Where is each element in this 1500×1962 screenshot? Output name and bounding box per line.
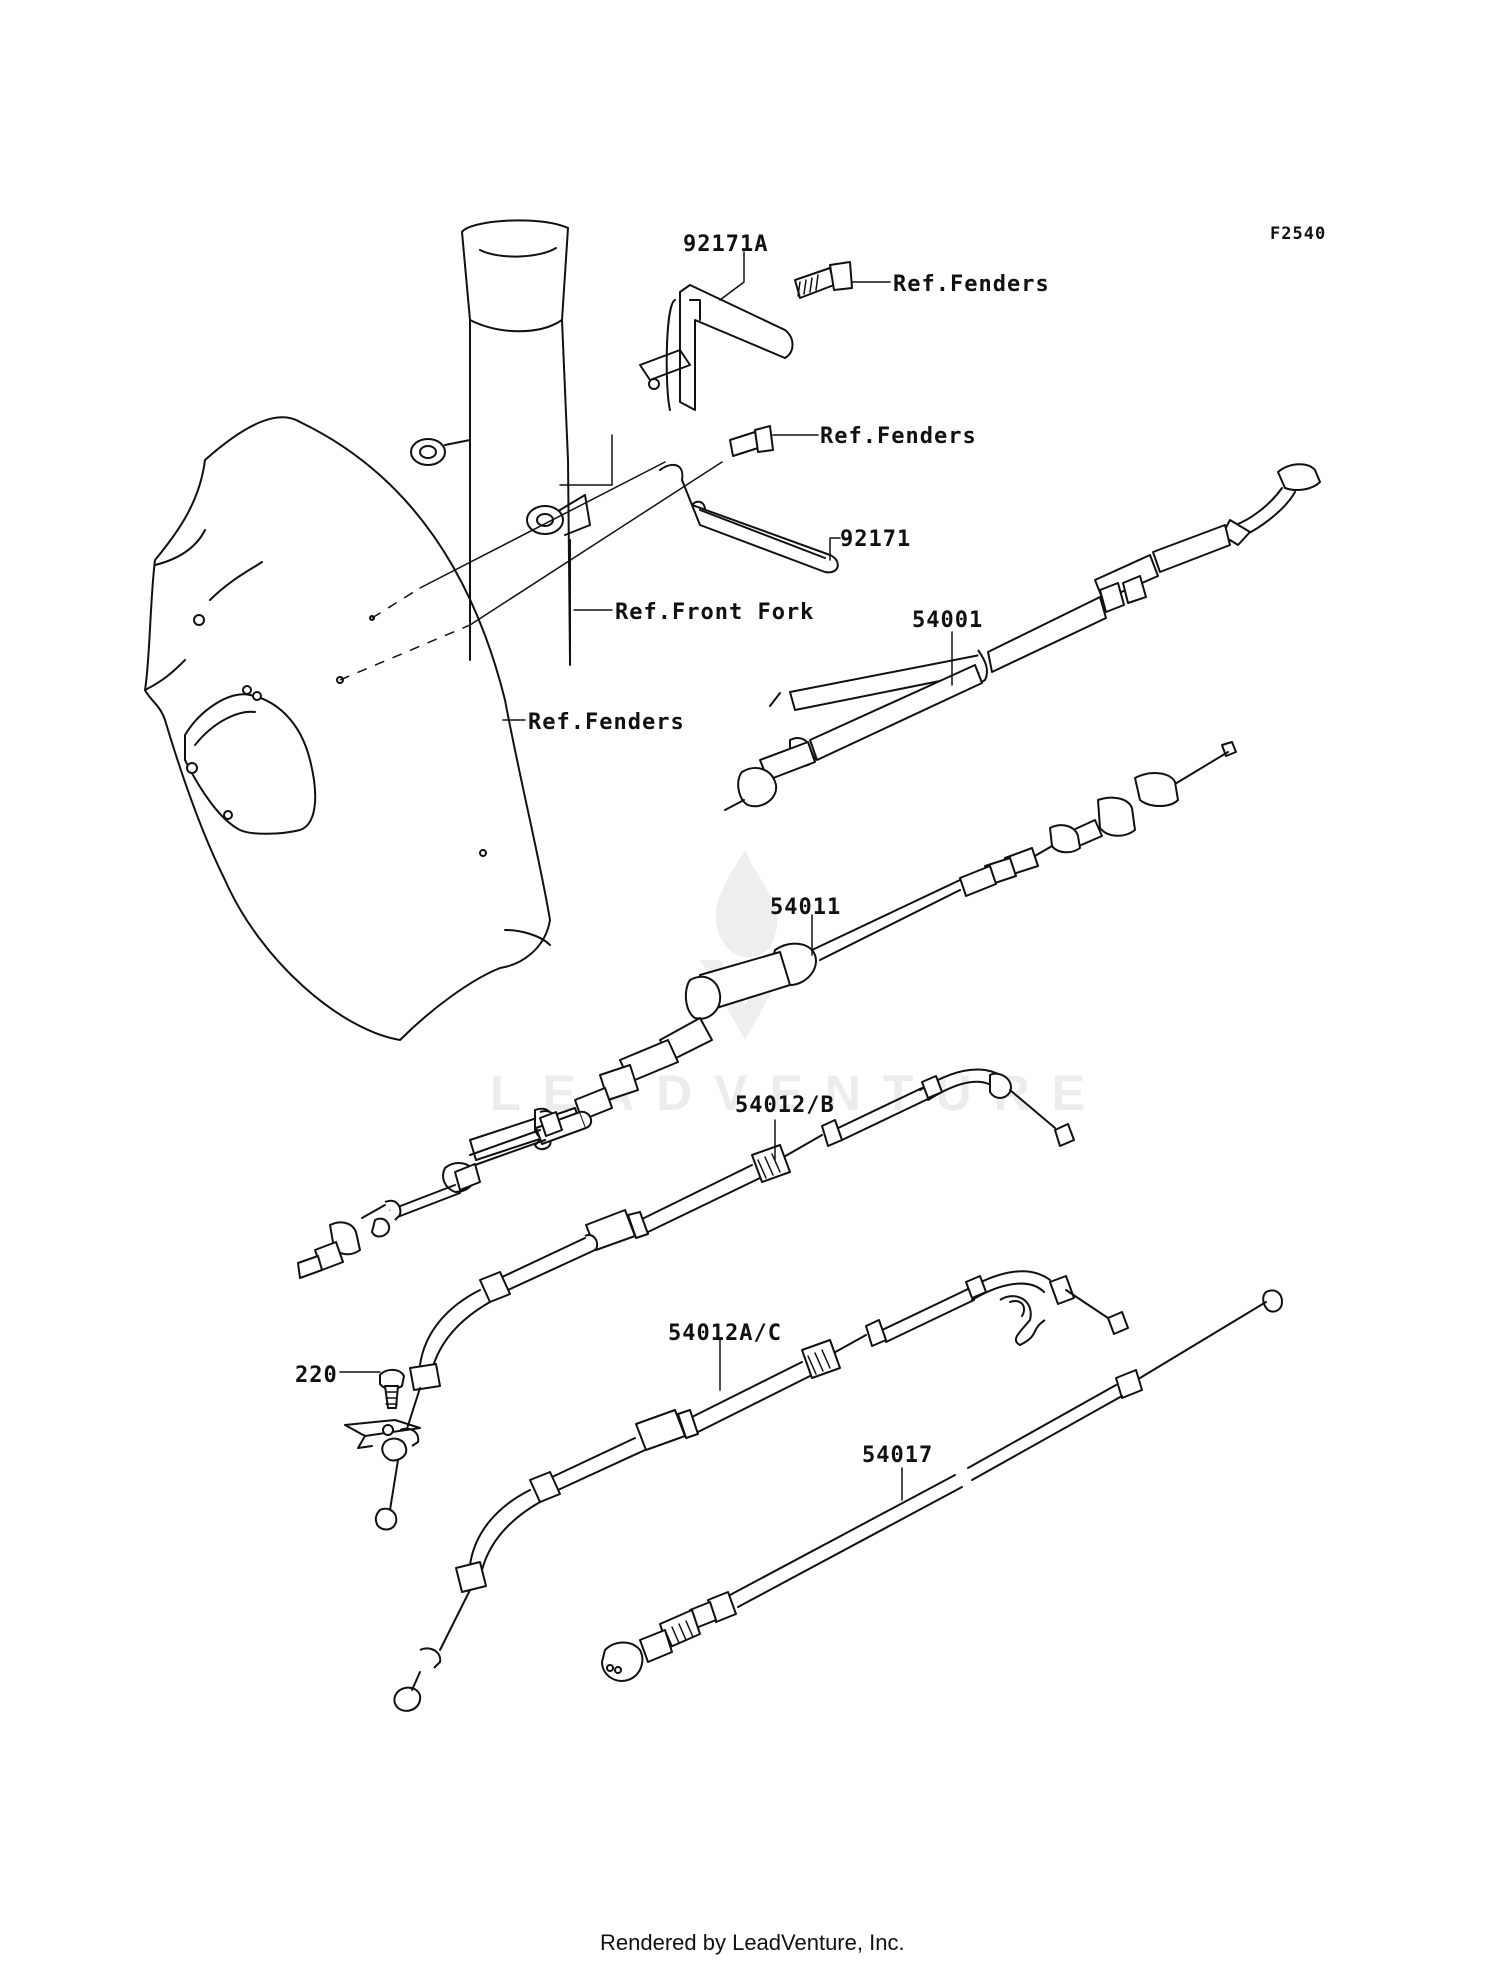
label-ref-front-fork[interactable]: Ref.Front Fork bbox=[615, 600, 814, 625]
bolt-middle bbox=[729, 425, 774, 457]
alignment-lines bbox=[339, 434, 723, 681]
label-92171A[interactable]: 92171A bbox=[683, 232, 768, 257]
label-54012-a-c[interactable]: 54012A/C bbox=[668, 1321, 782, 1346]
front-fender-drawing bbox=[144, 416, 551, 1041]
label-54001[interactable]: 54001 bbox=[912, 608, 983, 633]
label-54017[interactable]: 54017 bbox=[862, 1443, 933, 1468]
label-54012-b[interactable]: 54012/B bbox=[735, 1093, 835, 1118]
label-92171[interactable]: 92171 bbox=[840, 527, 911, 552]
footer-credit: Rendered by LeadVenture, Inc. bbox=[600, 1930, 905, 1955]
bracket-92171A bbox=[639, 284, 794, 411]
watermark: LEADVENTURE bbox=[490, 850, 1085, 1121]
label-220[interactable]: 220 bbox=[295, 1363, 338, 1388]
leader-lines bbox=[339, 251, 953, 1501]
label-54011[interactable]: 54011 bbox=[770, 895, 841, 920]
cable-54011-end bbox=[297, 1110, 593, 1279]
cable-54017 bbox=[601, 1289, 1283, 1682]
label-ref-fenders-middle[interactable]: Ref.Fenders bbox=[820, 424, 977, 449]
cable-54012B bbox=[374, 1068, 1075, 1531]
label-ref-fenders-bottom[interactable]: Ref.Fenders bbox=[528, 710, 685, 735]
label-ref-fenders-top[interactable]: Ref.Fenders bbox=[893, 272, 1050, 297]
diagram-code: F2540 bbox=[1270, 224, 1326, 244]
cable-54012AC bbox=[393, 1270, 1129, 1712]
cable-54001-lower bbox=[724, 649, 988, 811]
bracket-92171 bbox=[659, 463, 839, 574]
front-fork-drawing bbox=[410, 219, 591, 666]
bolt-top bbox=[794, 261, 853, 299]
screw-220 bbox=[344, 1368, 421, 1449]
part-labels: 92171A Ref.Fenders Ref.Fenders 92171 Ref… bbox=[295, 232, 1050, 1468]
